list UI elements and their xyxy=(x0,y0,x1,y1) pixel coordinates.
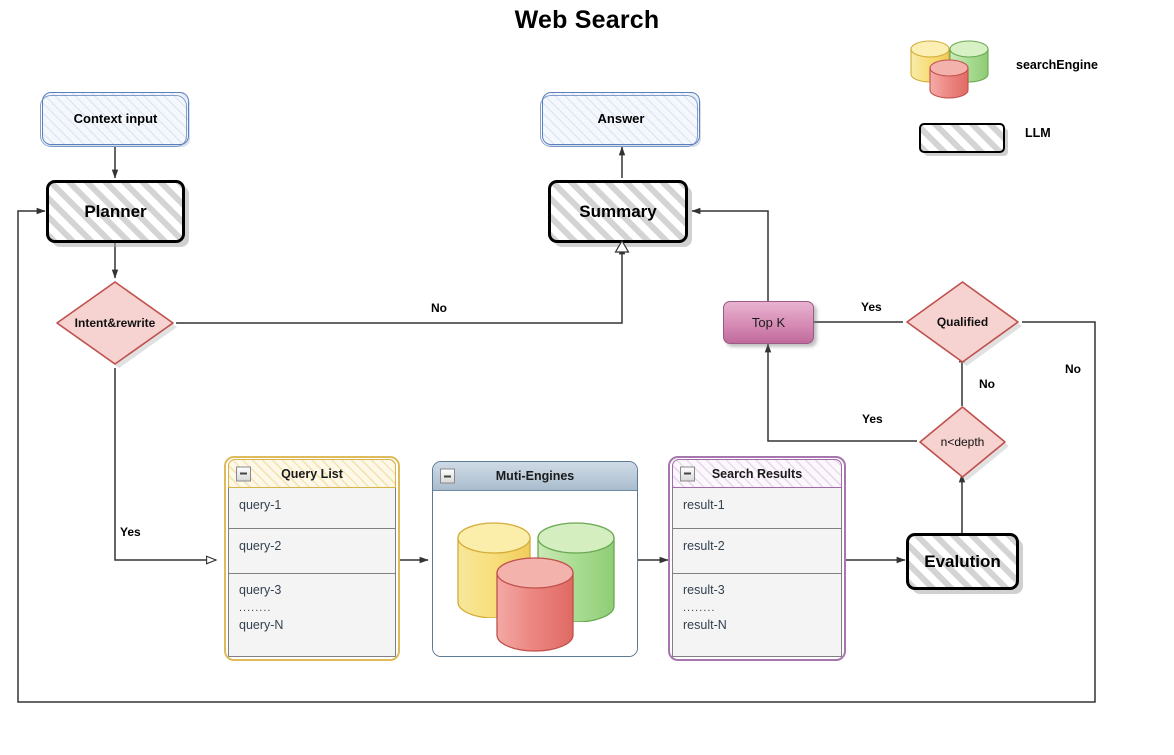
node-summary[interactable]: Summary xyxy=(548,180,688,243)
list-item[interactable]: query-2 xyxy=(229,529,395,574)
node-planner[interactable]: Planner xyxy=(46,180,185,243)
list-item-label: result-2 xyxy=(683,539,725,553)
panel-engines-header: Muti-Engines xyxy=(433,462,637,491)
panel-search-results[interactable]: Search Results result-1 result-2 result-… xyxy=(668,456,846,661)
list-item-label: query-N xyxy=(239,618,284,633)
node-top-k[interactable]: Top K xyxy=(723,301,814,344)
panel-search-results-header: Search Results xyxy=(672,459,842,488)
list-item-label: result-3 xyxy=(683,583,725,597)
node-answer[interactable]: Answer xyxy=(540,92,700,147)
node-context-input[interactable]: Context input xyxy=(40,92,189,147)
minimize-icon[interactable] xyxy=(440,468,455,484)
list-item-label: query-2 xyxy=(239,539,282,553)
node-summary-label: Summary xyxy=(579,201,657,221)
node-n-depth[interactable]: n<depth xyxy=(917,404,1008,480)
node-planner-label: Planner xyxy=(84,201,147,221)
legend-label-search-engine: searchEngine xyxy=(1016,58,1098,72)
diamond-shape xyxy=(919,406,1008,480)
edge-label-qualified-no: No xyxy=(1065,362,1081,376)
panel-search-results-rows: result-1 result-2 result-3 ........ resu… xyxy=(672,488,842,657)
node-n-depth-label: n<depth xyxy=(940,435,985,449)
node-evalution[interactable]: Evalution xyxy=(906,533,1019,590)
node-intent-rewrite-label: Intent&rewrite xyxy=(74,316,156,330)
list-item-ellipsis: ........ xyxy=(683,601,716,614)
list-item-ellipsis: ........ xyxy=(239,601,272,614)
edge-label-topk-yes: Yes xyxy=(861,300,882,314)
panel-engines-title: Muti-Engines xyxy=(495,469,575,483)
minimize-icon[interactable] xyxy=(680,466,695,481)
node-intent-rewrite[interactable]: Intent&rewrite xyxy=(53,278,177,368)
edge-label-ndepth-yes: Yes xyxy=(862,412,883,426)
minimize-icon[interactable] xyxy=(236,466,251,481)
legend-label-llm: LLM xyxy=(1025,126,1051,140)
panel-search-results-title: Search Results xyxy=(711,466,803,481)
list-item[interactable]: result-1 xyxy=(673,488,841,529)
cylinder-red-icon xyxy=(496,557,574,652)
node-evalution-label: Evalution xyxy=(924,551,1001,571)
hatched-box-icon xyxy=(919,123,1005,153)
edge-label-intent-no: No xyxy=(431,301,447,315)
list-item[interactable]: query-1 xyxy=(229,488,395,529)
edge-label-ndepth-no: No xyxy=(979,377,995,391)
panel-query-list-header: Query List xyxy=(228,459,396,488)
node-qualified-label: Qualified xyxy=(936,315,989,329)
panel-query-list[interactable]: Query List query-1 query-2 query-3 .....… xyxy=(224,456,400,661)
panel-engines[interactable]: Muti-Engines xyxy=(432,461,638,657)
node-context-input-label: Context input xyxy=(73,111,158,126)
list-item-label: result-1 xyxy=(683,498,725,512)
diamond-shape xyxy=(56,281,177,368)
node-top-k-label: Top K xyxy=(751,315,786,330)
node-answer-label: Answer xyxy=(597,111,645,126)
panel-engines-body xyxy=(433,491,637,656)
list-item[interactable]: result-2 xyxy=(673,529,841,574)
list-item[interactable]: result-3 ........ result-N xyxy=(673,574,841,657)
list-item-label: query-1 xyxy=(239,498,282,512)
page-title: Web Search xyxy=(514,6,660,34)
summary-inbound-arrowhead xyxy=(614,240,630,253)
list-item-label: query-3 xyxy=(239,583,282,597)
node-qualified[interactable]: Qualified xyxy=(903,278,1022,366)
list-item-label: result-N xyxy=(683,618,727,633)
panel-query-list-rows: query-1 query-2 query-3 ........ query-N xyxy=(228,488,396,657)
three-cylinders-icon xyxy=(910,40,989,99)
panel-query-list-title: Query List xyxy=(281,466,343,481)
diamond-shape xyxy=(906,281,1022,366)
list-item[interactable]: query-3 ........ query-N xyxy=(229,574,395,657)
edge-label-intent-yes: Yes xyxy=(120,525,141,539)
